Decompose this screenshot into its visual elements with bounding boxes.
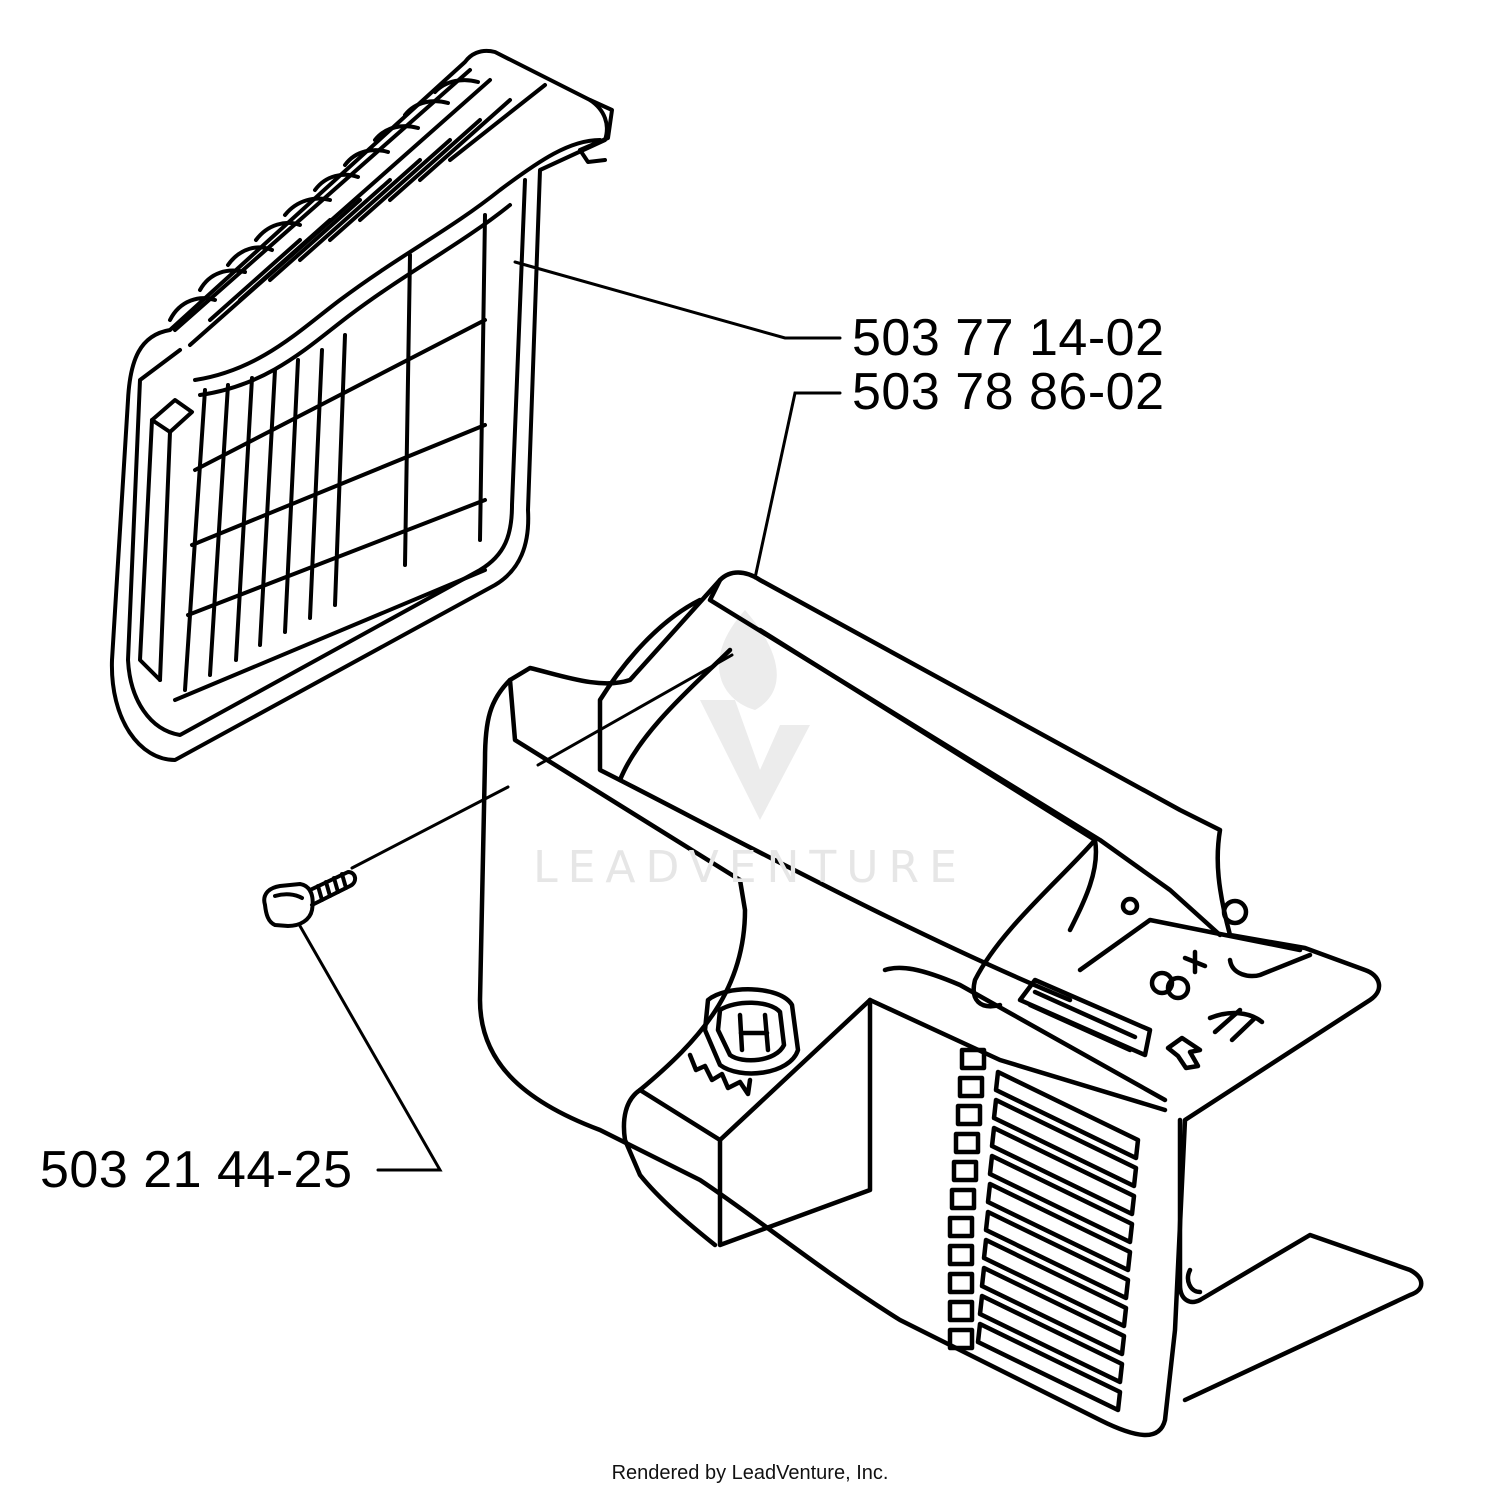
leader-air-filter-cover — [513, 260, 842, 340]
cylinder-cover-drawing — [477, 570, 1424, 1438]
leader-lines — [298, 260, 842, 1172]
screw-drawing — [262, 870, 357, 928]
footer-credit: Rendered by LeadVenture, Inc. — [611, 1462, 889, 1484]
part-number-cylinder-cover: 503 78 86-02 — [852, 363, 1165, 421]
leader-screw-top-2 — [536, 653, 734, 767]
leader-screw-top — [350, 785, 510, 870]
leader-cylinder-cover — [753, 391, 842, 580]
watermark-text: LEADVENTURE — [533, 842, 967, 893]
air-filter-cover-drawing — [109, 48, 614, 762]
part-number-air-filter-cover: 503 77 14-02 — [852, 309, 1165, 367]
leader-screw-bottom — [298, 924, 443, 1172]
watermark-logo — [700, 610, 810, 820]
part-number-screw: 503 21 44-25 — [40, 1141, 353, 1199]
